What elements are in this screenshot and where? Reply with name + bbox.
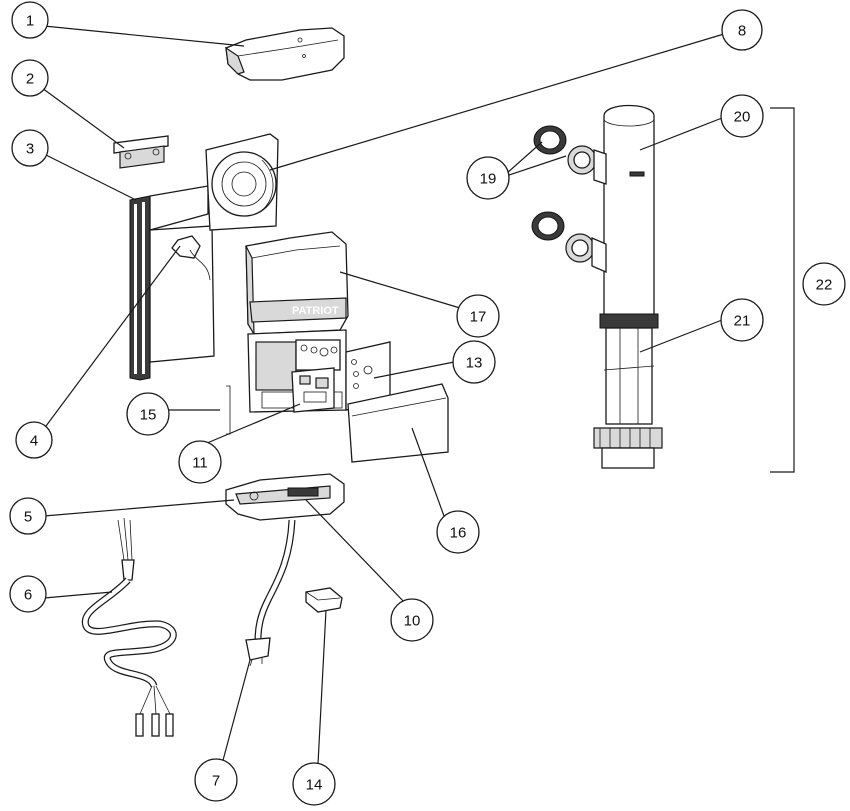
svg-text:14: 14 [306,777,323,794]
part-power-cord [245,519,296,667]
callout-11: 11 [178,440,222,484]
brand-label: PATRIOT [292,305,339,317]
svg-text:2: 2 [26,71,34,88]
callout-1: 1 [11,1,49,39]
part-pin [226,385,231,435]
svg-text:8: 8 [738,23,746,40]
svg-text:21: 21 [734,313,751,330]
callout-2: 2 [11,59,49,97]
part-control-board [291,367,335,413]
callout-21: 21 [720,298,764,342]
part-wire-clip [171,235,211,281]
svg-text:20: 20 [734,109,751,126]
svg-text:4: 4 [30,433,38,450]
svg-text:19: 19 [480,171,497,188]
callout-8: 8 [721,9,763,51]
callout-6: 6 [9,575,47,613]
callout-22: 22 [802,262,846,306]
svg-text:16: 16 [450,525,467,542]
part-front-cover [347,383,449,463]
callout-10: 10 [390,598,434,642]
part-fan [205,133,279,231]
callout-5: 5 [9,497,47,535]
assembly-bracket [770,107,795,473]
svg-text:13: 13 [466,355,483,372]
part-cap [305,587,343,613]
svg-text:22: 22 [816,277,833,294]
part-base [225,473,345,521]
callout-13: 13 [452,340,496,384]
svg-text:5: 5 [24,509,32,526]
part-bracket [113,135,169,169]
callout-16: 16 [436,510,480,554]
svg-text:15: 15 [140,407,157,424]
part-back-panel [129,185,215,381]
callout-4: 4 [15,421,53,459]
part-lid [225,27,345,81]
callout-3: 3 [11,129,49,167]
part-cell-cable [81,517,177,737]
svg-text:17: 17 [470,309,487,326]
svg-text:10: 10 [404,613,421,630]
svg-text:7: 7 [212,773,220,790]
callout-15: 15 [126,392,170,436]
leader-lines [41,25,725,765]
callout-17: 17 [456,294,500,338]
svg-text:6: 6 [24,587,32,604]
callout-14: 14 [292,762,336,806]
part-cell-assembly [531,104,663,469]
svg-text:3: 3 [26,141,34,158]
svg-text:1: 1 [26,13,34,30]
callout-19: 19 [466,156,510,200]
svg-text:11: 11 [192,455,208,472]
callout-7: 7 [194,758,238,802]
callout-20: 20 [720,94,764,138]
